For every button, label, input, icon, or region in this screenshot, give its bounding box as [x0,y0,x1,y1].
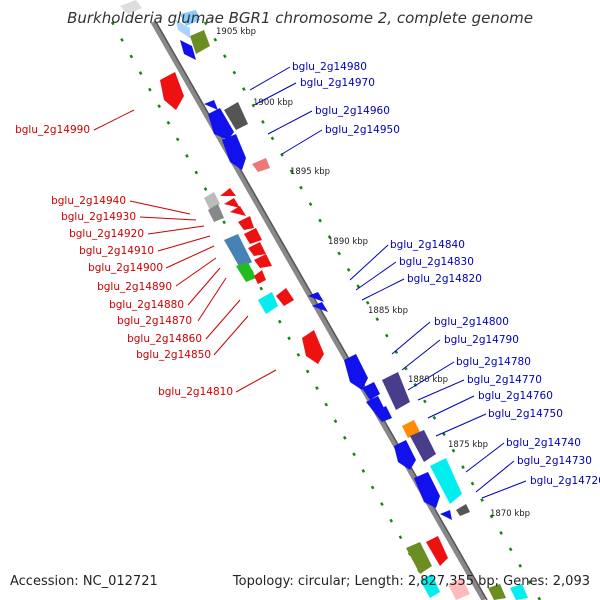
gene-label-forward: bglu_2g14780 [456,356,531,368]
gene-feature [220,188,236,196]
accession-text: Accession: NC_012721 [10,574,158,589]
gene-feature [382,372,410,410]
gene-feature [176,20,190,38]
map-title: Burkholderia glumae BGR1 chromosome 2, c… [67,9,533,27]
gene-feature [394,440,416,470]
gene-label-reverse: bglu_2g14870 [117,315,192,327]
kbp-tick-label: 1880 kbp [408,375,448,385]
gene-feature [180,40,196,60]
gene-feature [426,536,448,566]
gene-label-forward: bglu_2g14790 [444,334,519,346]
kbp-tick-label: 1875 kbp [448,440,488,450]
gene-feature [252,158,270,172]
gene-feature [440,510,452,520]
gene-feature [366,396,384,412]
gene-feature [160,72,184,110]
gene-label-forward: bglu_2g14960 [315,105,390,117]
gene-feature [190,30,210,54]
gene-feature [258,292,278,314]
gene-feature [344,354,368,390]
gene-feature [362,382,380,400]
gene-feature [406,542,432,574]
gene-feature [224,102,248,130]
gene-label-reverse: bglu_2g14900 [88,262,163,274]
gene-label-reverse: bglu_2g14860 [127,333,202,345]
reverse-leader-lines [93,109,277,393]
gene-feature [448,578,470,600]
kbp-tick-label: 1900 kbp [253,98,293,108]
gene-label-reverse: bglu_2g14910 [79,245,154,257]
gene-feature [276,288,294,306]
gene-feature [410,430,436,462]
forward-leader-lines [249,66,527,499]
kbp-tick-label: 1890 kbp [328,237,368,247]
gene-feature [510,584,528,600]
gene-label-forward: bglu_2g14970 [300,77,375,89]
genome-stats-text: Topology: circular; Length: 2,827,355 bp… [232,574,590,589]
gene-feature [230,206,246,216]
gene-label-reverse: bglu_2g14990 [15,124,90,136]
gene-features [120,0,528,600]
gene-label-forward: bglu_2g14730 [517,455,592,467]
gene-feature [430,458,462,504]
gene-feature [302,330,324,364]
gene-label-reverse: bglu_2g14880 [109,299,184,311]
gene-label-forward: bglu_2g14950 [325,124,400,136]
gene-feature [224,234,252,268]
gene-label-reverse: bglu_2g14930 [61,211,136,223]
gene-feature [222,134,246,170]
gene-feature [208,108,234,140]
kbp-tick-label: 1895 kbp [290,167,330,177]
kbp-tick-label: 1905 kbp [216,27,256,37]
gene-feature [402,420,420,438]
gene-feature [456,504,470,516]
gene-label-forward: bglu_2g14750 [488,408,563,420]
gene-feature [254,254,272,268]
gene-feature [236,262,256,282]
gene-label-forward: bglu_2g14760 [478,390,553,402]
gene-feature [180,10,200,26]
gene-feature [312,302,328,312]
gene-feature [420,574,440,598]
gene-label-reverse: bglu_2g14940 [51,195,126,207]
gene-label-forward: bglu_2g14820 [407,273,482,285]
gene-feature [248,242,266,256]
gene-label-forward: bglu_2g14830 [399,256,474,268]
gene-feature [374,406,392,422]
gene-feature [204,100,218,110]
gene-feature [238,216,254,230]
gene-feature [244,228,262,244]
gene-label-forward: bglu_2g14980 [292,61,367,73]
gene-feature [308,292,324,302]
gene-label-forward: bglu_2g14740 [506,437,581,449]
gene-feature [120,0,142,14]
gene-feature [488,584,506,600]
gene-label-reverse: bglu_2g14810 [158,386,233,398]
kbp-tick-label: 1885 kbp [368,306,408,316]
gene-label-forward: bglu_2g14770 [467,374,542,386]
gene-label-reverse: bglu_2g14850 [136,349,211,361]
gene-feature [254,270,266,284]
gene-feature [414,472,440,508]
gene-label-reverse: bglu_2g14890 [97,281,172,293]
gene-label-forward: bglu_2g14840 [390,239,465,251]
gene-label-forward: bglu_2g14720 [530,475,600,487]
gene-feature [224,198,240,208]
gene-feature [208,204,224,222]
gene-label-forward: bglu_2g14800 [434,316,509,328]
gene-label-reverse: bglu_2g14920 [69,228,144,240]
kbp-tick-label: 1870 kbp [490,509,530,519]
